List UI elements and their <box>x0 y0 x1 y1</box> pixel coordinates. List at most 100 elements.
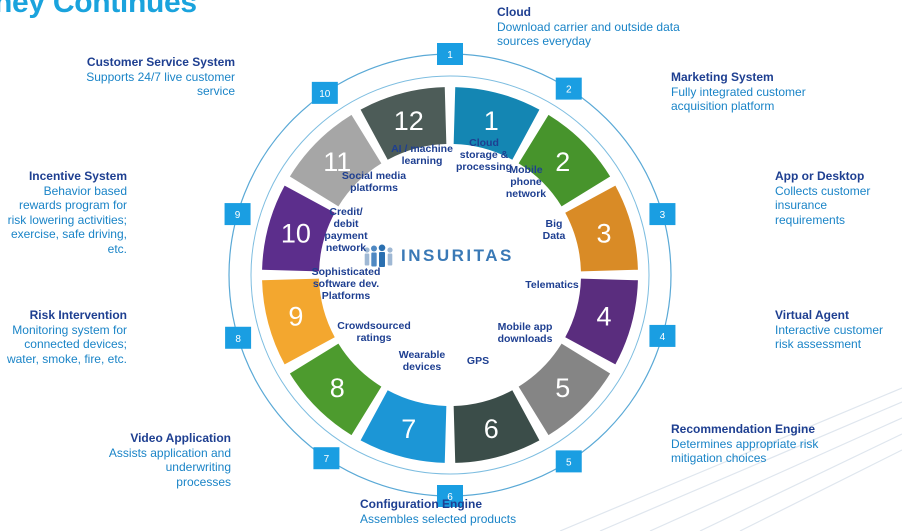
system-cloud: Cloud Download carrier and outside data … <box>497 5 712 49</box>
tech-payment-network: Credit/ debit payment network <box>324 206 368 254</box>
tech-wearable-devices: Wearable devices <box>398 349 446 373</box>
badge-number: 10 <box>319 89 331 100</box>
decorative-line <box>559 387 902 531</box>
outer-ring-circle <box>228 53 672 497</box>
system-title: Marketing System <box>671 70 774 84</box>
slide-title: ney Continues <box>0 0 197 19</box>
system-title: Cloud <box>497 5 531 19</box>
system-title: Recommendation Engine <box>671 422 816 436</box>
inner-ring-circle <box>250 75 650 475</box>
system-title: Configuration Engine <box>360 497 482 511</box>
segment-number: 11 <box>323 147 351 177</box>
system-app-desktop: App or Desktop Collects customer insuran… <box>775 169 875 227</box>
wheel-segment-7 <box>360 390 447 463</box>
segment-number: 9 <box>288 301 303 331</box>
system-marketing: Marketing System Fully integrated custom… <box>671 70 856 114</box>
system-title: Risk Intervention <box>29 308 127 322</box>
system-desc: Behavior based rewards program for risk … <box>7 183 127 256</box>
badge-number: 8 <box>235 334 241 345</box>
badge-number: 3 <box>660 210 666 221</box>
tech-crowdsourced-ratings: Crowdsourced ratings <box>337 320 411 344</box>
segment-number: 6 <box>484 414 499 444</box>
badge-number: 7 <box>324 454 330 465</box>
wheel-segment-1 <box>453 87 540 160</box>
segment-number: 10 <box>281 219 311 249</box>
system-desc: Assists application and underwriting pro… <box>108 445 231 489</box>
segment-number: 7 <box>401 414 416 444</box>
wheel-segment-4 <box>565 278 638 365</box>
badge-number: 9 <box>235 210 241 221</box>
tech-telematics: Telematics <box>525 279 579 291</box>
segment-number: 5 <box>555 373 570 403</box>
badge-number: 5 <box>566 457 572 468</box>
outer-ring <box>228 53 672 497</box>
outer-badge-5 <box>555 450 582 473</box>
decorative-line <box>739 449 902 531</box>
system-title: Virtual Agent <box>775 308 850 322</box>
insuritas-logo: INSURITAS <box>363 244 514 268</box>
people-logo-icon <box>364 244 393 267</box>
badge-number: 6 <box>447 492 453 503</box>
system-title: Incentive System <box>28 169 127 183</box>
wheel-segment-2 <box>518 114 611 207</box>
wheel-segment-8 <box>289 343 382 436</box>
segment-number: 2 <box>555 147 570 177</box>
system-desc: Download carrier and outside data source… <box>497 19 680 49</box>
tech-ai-ml: AI / machine learning <box>391 143 453 167</box>
segment-number: 8 <box>330 373 345 403</box>
system-title: Customer Service System <box>86 55 235 69</box>
system-desc: Interactive customer risk assessment <box>775 322 884 352</box>
tech-software-platforms: Sophisticated software dev. Platforms <box>311 266 381 302</box>
system-incentive: Incentive System Behavior based rewards … <box>0 169 127 256</box>
tech-cloud-storage: Cloud storage & processing <box>455 137 513 173</box>
system-desc: Monitoring system for connected devices;… <box>6 322 127 366</box>
wheel-segment-6 <box>453 390 540 463</box>
outer-badge-8 <box>225 326 252 349</box>
logo-wordmark: INSURITAS <box>401 246 514 265</box>
system-desc: Supports 24/7 live customer service <box>86 69 235 99</box>
outer-badge-7 <box>313 447 340 470</box>
tech-big-data: Big Data <box>542 218 566 242</box>
wheel-segment-10 <box>262 185 335 272</box>
system-title: App or Desktop <box>775 169 865 183</box>
decorative-line <box>599 401 902 531</box>
system-desc: Determines appropriate risk mitigation c… <box>671 436 819 466</box>
system-video: Video Application Assists application an… <box>108 431 231 489</box>
badge-number: 4 <box>660 332 666 343</box>
system-desc: Collects customer insurance requirements <box>775 183 871 227</box>
segment-number: 4 <box>597 301 612 331</box>
tech-mobile-phone-network: Mobile phone network <box>505 164 547 200</box>
system-configuration: Configuration Engine Assembles selected … <box>360 497 560 526</box>
wheel-segment-11 <box>289 114 382 207</box>
decorative-line <box>649 417 902 531</box>
system-desc: Assembles selected products <box>360 511 517 526</box>
system-recommendation: Recommendation Engine Determines appropr… <box>671 422 851 466</box>
system-customer-service: Customer Service System Supports 24/7 li… <box>70 55 235 99</box>
system-title: Video Application <box>130 431 231 445</box>
outer-badge-1 <box>437 43 463 65</box>
tech-mobile-app-downloads: Mobile app downloads <box>497 321 553 345</box>
wheel-segment-3 <box>565 185 638 272</box>
segment-number: 3 <box>597 219 612 249</box>
decorative-lines <box>559 387 902 531</box>
outer-badge-6 <box>437 485 463 507</box>
outer-badge-3 <box>649 203 676 226</box>
wheel-segment-5 <box>518 343 611 436</box>
wheel-segment-12 <box>360 87 447 160</box>
system-desc: Fully integrated customer acquisition pl… <box>671 84 806 114</box>
tech-gps: GPS <box>466 355 490 367</box>
outer-badge-10 <box>311 81 338 104</box>
badge-number: 2 <box>566 85 572 96</box>
decorative-line <box>699 433 902 531</box>
badge-number: 1 <box>447 50 453 61</box>
outer-badge-4 <box>649 324 676 347</box>
tech-social-media: Social media platforms <box>341 170 407 194</box>
outer-badge-2 <box>555 77 582 100</box>
segment-number: 12 <box>394 106 424 136</box>
segment-number: 1 <box>484 106 499 136</box>
wheel-segment-9 <box>262 278 335 365</box>
